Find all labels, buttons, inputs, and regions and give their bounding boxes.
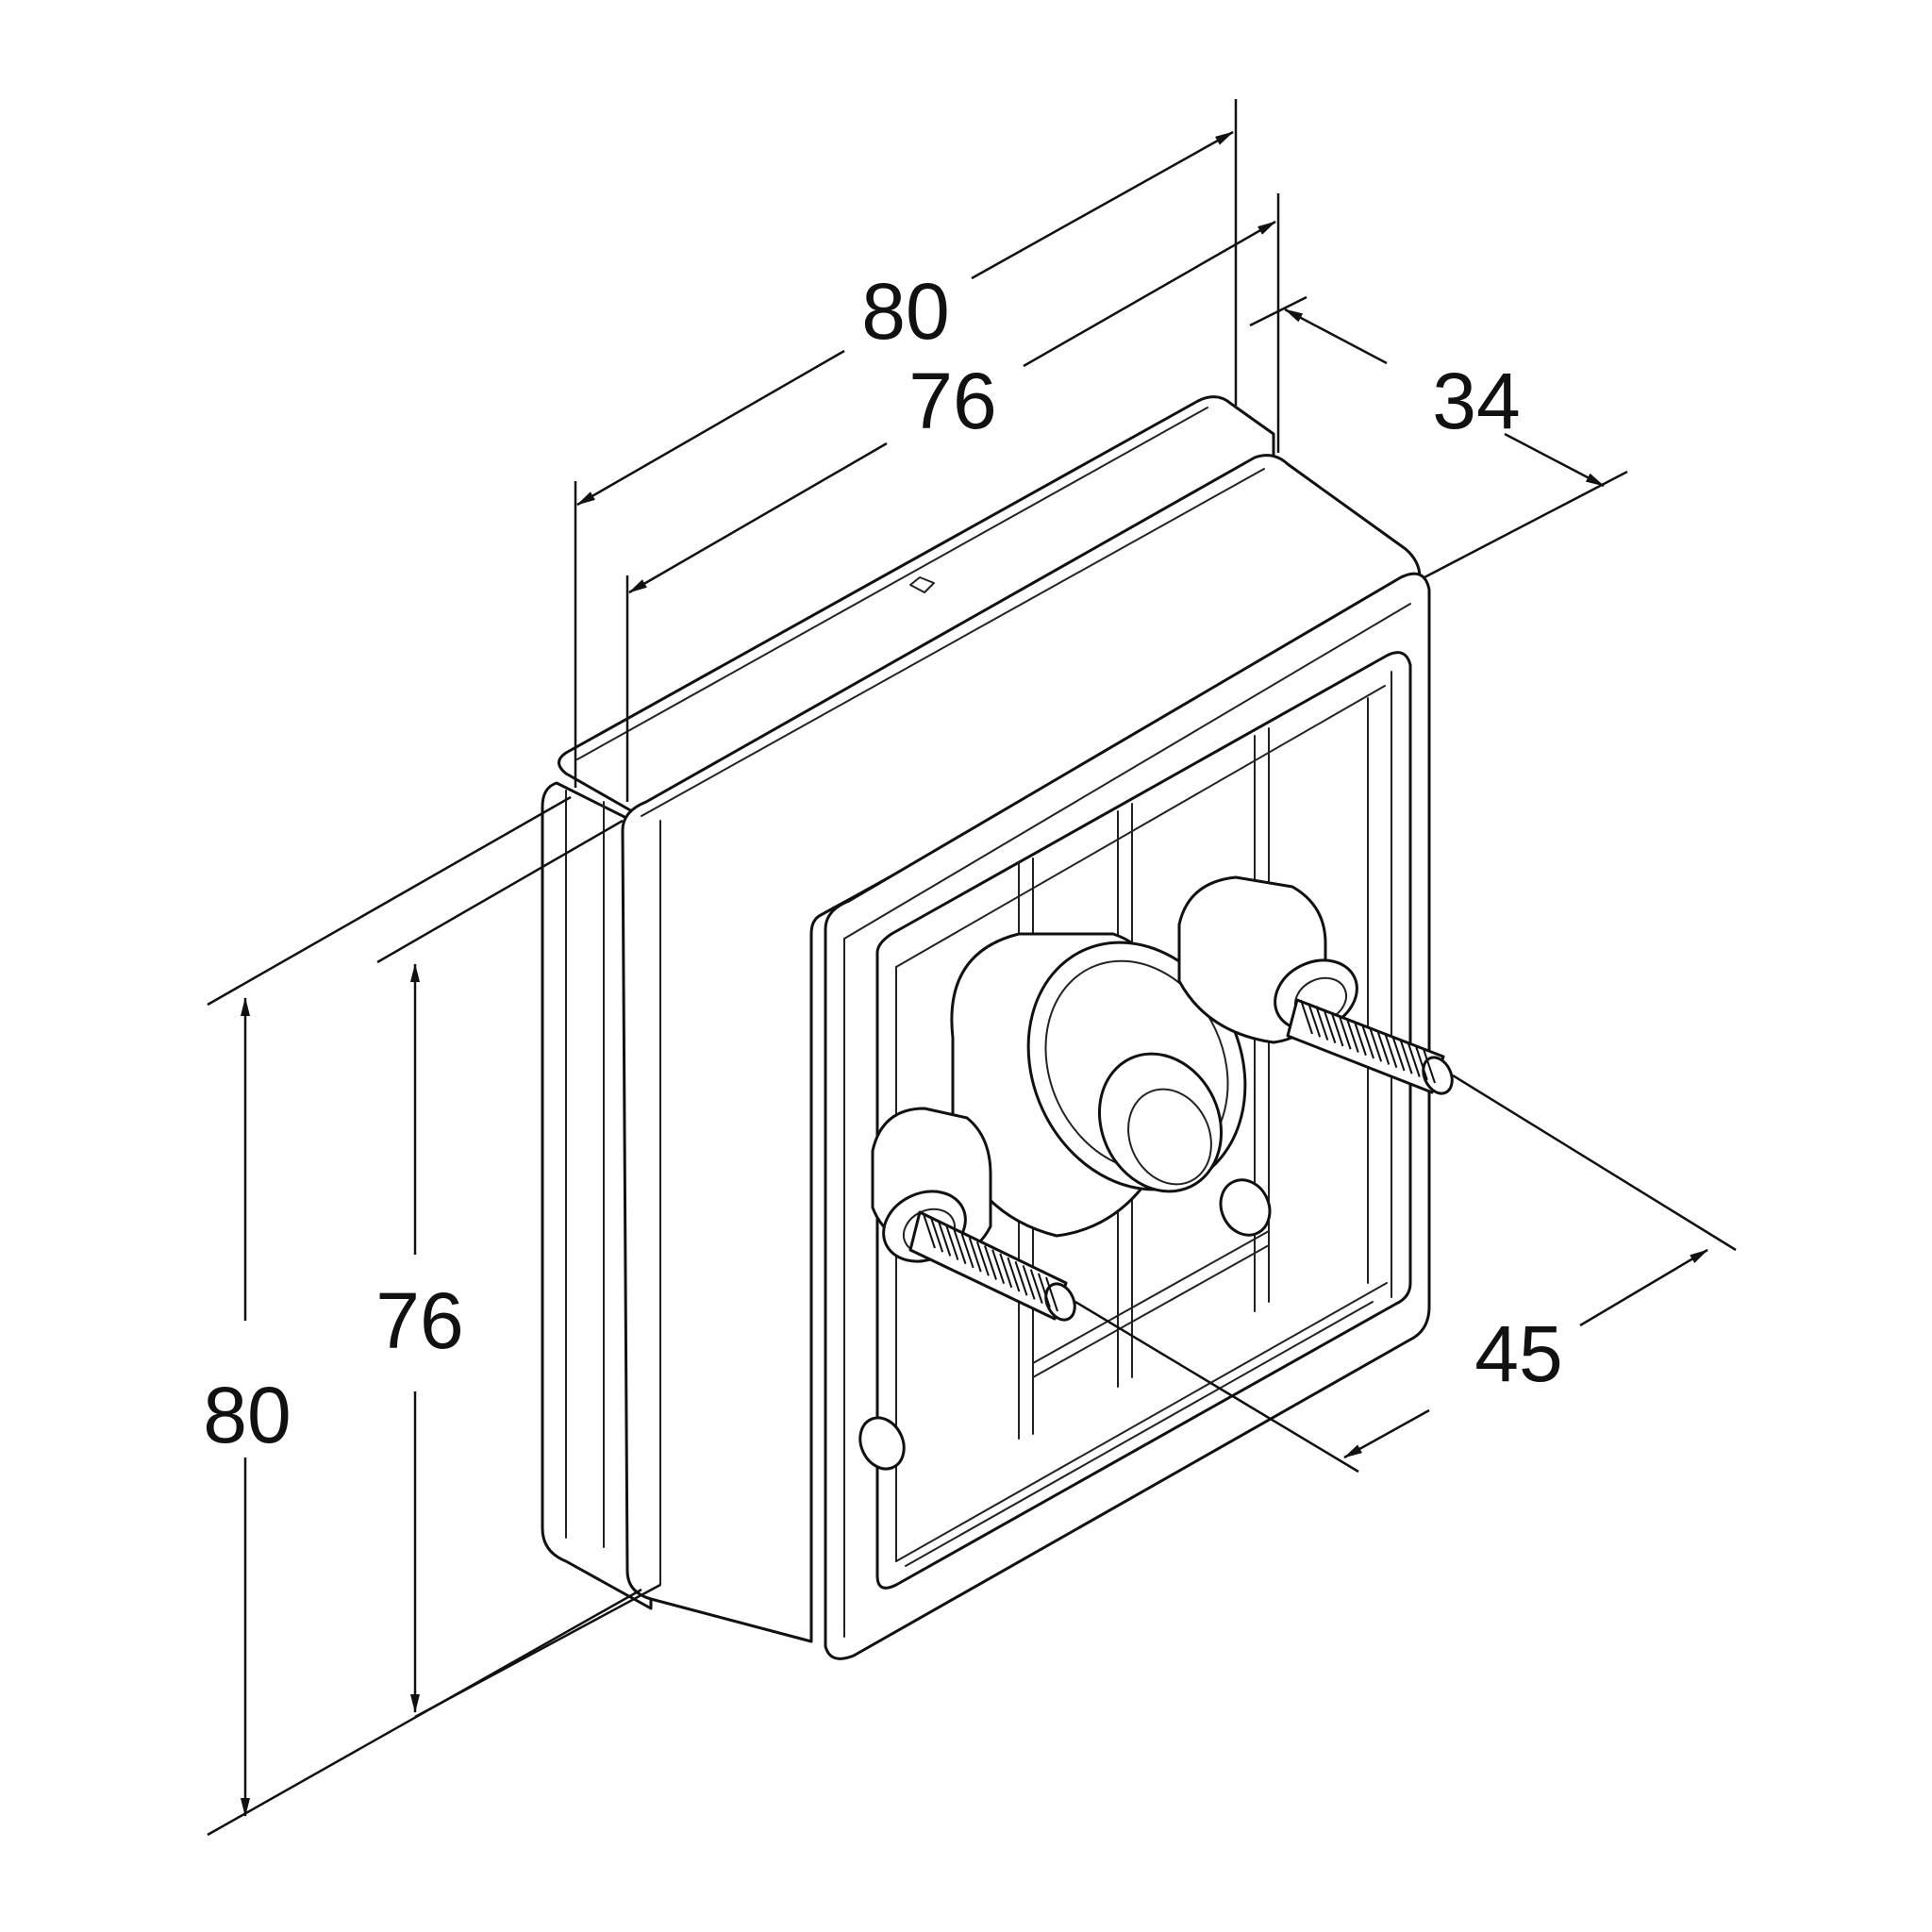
housing-side <box>621 454 1422 1643</box>
dim-label-stud-45: 45 <box>1474 1309 1562 1398</box>
thread-line <box>1045 1276 1058 1312</box>
thread-line <box>1300 999 1313 1035</box>
thread-line <box>1414 1045 1428 1081</box>
dim-top-outer: 80 <box>574 99 1238 788</box>
back-plate <box>541 395 1275 1610</box>
dim-label-left-80: 80 <box>203 1371 291 1459</box>
thread-line <box>975 1241 990 1276</box>
dim-label-top-76: 76 <box>908 357 996 445</box>
thread-line <box>1330 1011 1344 1047</box>
dim-left-inner: 76 <box>375 819 661 1719</box>
thread-line <box>953 1229 967 1265</box>
thread-line <box>1376 1030 1391 1065</box>
thread-line <box>1384 1033 1398 1069</box>
thread-line <box>1315 1006 1329 1041</box>
thread-line <box>1345 1018 1359 1053</box>
thread-line <box>1037 1273 1051 1308</box>
thread-line <box>991 1249 1006 1285</box>
dim-label-left-76: 76 <box>375 1276 463 1365</box>
thread-line <box>968 1237 982 1273</box>
threaded-stud-right <box>1286 998 1454 1095</box>
thread-line <box>1014 1260 1028 1296</box>
thread-line <box>984 1245 997 1280</box>
dim-label-top-80: 80 <box>861 267 949 356</box>
dim-top-inner: 76 <box>625 193 1280 802</box>
thread-line <box>945 1225 959 1260</box>
thread-line <box>1361 1024 1374 1059</box>
thread-line <box>960 1233 974 1269</box>
thread-line <box>1353 1021 1367 1057</box>
thread-line <box>1022 1265 1036 1300</box>
dim-depth: 34 <box>1249 295 1628 579</box>
thread-line <box>1007 1257 1021 1292</box>
dim-stud-spacing: 45 <box>1074 1074 1737 1474</box>
thread-line <box>999 1253 1013 1289</box>
thread-line <box>1407 1042 1421 1077</box>
thread-line <box>1391 1036 1406 1072</box>
thread-line <box>930 1217 944 1253</box>
thread-line <box>1369 1026 1383 1062</box>
dim-left-outer: 80 <box>203 795 642 1837</box>
thread-line <box>1307 1002 1322 1038</box>
thread-line <box>1323 1008 1337 1044</box>
thread-line <box>923 1213 936 1249</box>
threaded-stud-left <box>908 1210 1076 1322</box>
central-boss <box>858 932 1272 1471</box>
thread-line <box>1399 1039 1413 1074</box>
thread-line <box>938 1222 952 1257</box>
thread-line <box>1338 1014 1352 1050</box>
thread-line <box>1029 1269 1043 1304</box>
thread-line <box>1423 1048 1436 1084</box>
dim-label-depth-34: 34 <box>1432 357 1520 445</box>
